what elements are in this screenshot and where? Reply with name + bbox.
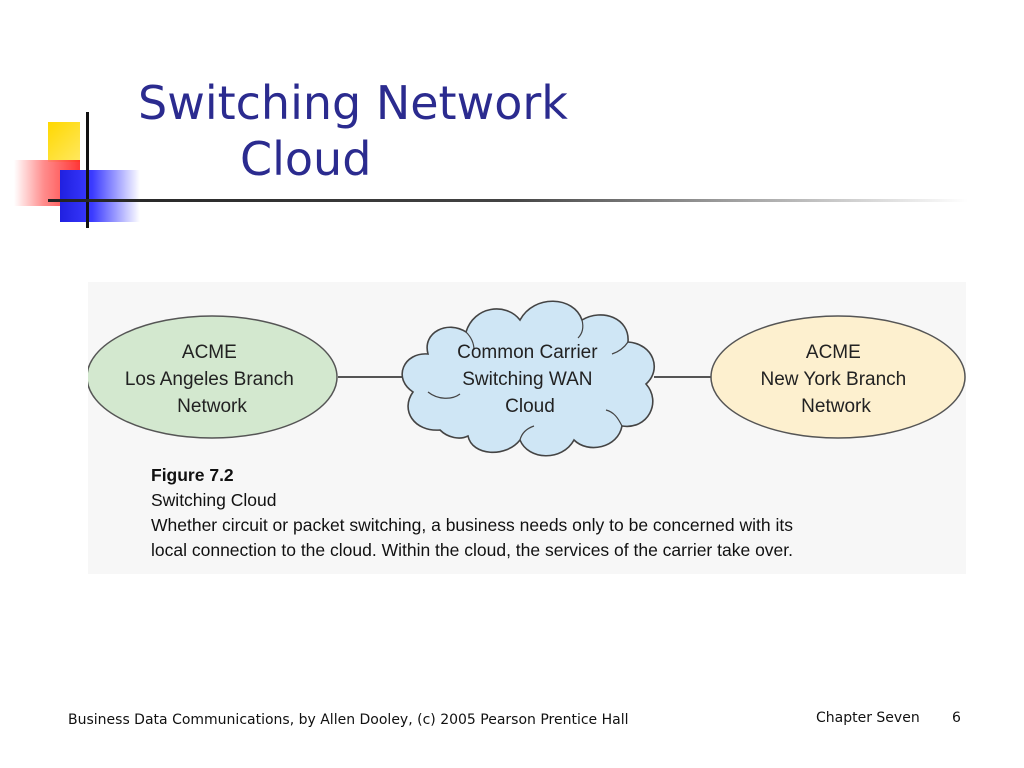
figure-caption-line: local connection to the cloud. Within th…: [151, 540, 794, 560]
la-branch-node: [88, 315, 338, 439]
wan-cloud-node: [401, 300, 656, 457]
la-label-line: Network: [177, 396, 247, 417]
footer-citation: Business Data Communications, by Allen D…: [68, 712, 629, 728]
la-label-line: ACME: [182, 342, 237, 363]
decor-vertical-line: [86, 112, 89, 228]
cloud-label-line: Switching WAN: [462, 369, 592, 390]
ny-branch-node: [710, 315, 966, 439]
cloud-label-line: Cloud: [505, 396, 555, 417]
ny-label-line: New York Branch: [760, 369, 906, 390]
la-branch-label: ACME Los Angeles Branch Network: [125, 342, 299, 417]
figure-number: Figure 7.2: [151, 465, 234, 485]
decor-blue-square: [60, 170, 140, 222]
slide-title-line1: Switching Network: [138, 76, 568, 130]
figure-caption: Figure 7.2 Switching Cloud Whether circu…: [151, 463, 951, 563]
ny-label-line: ACME: [806, 342, 861, 363]
slide-title: Switching Network Cloud: [138, 75, 568, 187]
network-diagram: ACME Los Angeles Branch Network Common C…: [88, 300, 966, 457]
figure-caption-title: Switching Cloud: [151, 490, 277, 510]
la-label-line: Los Angeles Branch: [125, 369, 294, 390]
ny-label-line: Network: [801, 396, 871, 417]
figure-panel: ACME Los Angeles Branch Network Common C…: [88, 282, 966, 574]
slide-title-line2: Cloud: [240, 132, 372, 186]
title-underline: [48, 199, 968, 202]
wan-cloud-label: Common Carrier Switching WAN Cloud: [457, 342, 603, 417]
footer-chapter: Chapter Seven: [816, 710, 920, 726]
figure-caption-line: Whether circuit or packet switching, a b…: [151, 515, 793, 535]
slide-number: 6: [952, 710, 961, 726]
decor-yellow-square: [48, 122, 80, 162]
ny-branch-label: ACME New York Branch Network: [760, 342, 911, 417]
cloud-label-line: Common Carrier: [457, 342, 598, 363]
